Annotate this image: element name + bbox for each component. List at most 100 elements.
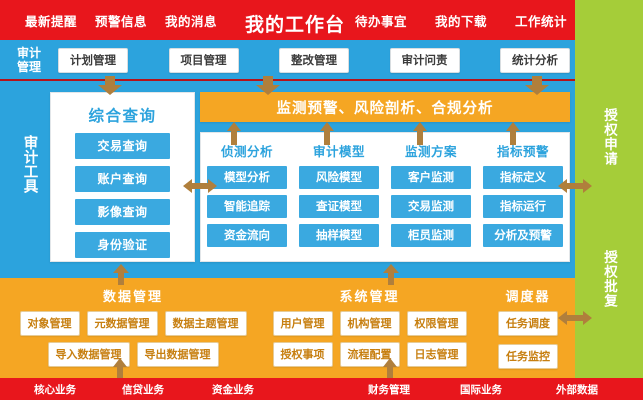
monitoring-analysis-banner: 监测预警、风险剖析、合规分析 — [200, 92, 570, 122]
nav-item-latest-reminder[interactable]: 最新提醒 — [25, 14, 78, 29]
authorization-request-label: 授权申请 — [575, 108, 643, 170]
business-item-external-data[interactable]: 外部数据 — [556, 383, 598, 396]
button-verification-model[interactable]: 查证模型 — [299, 195, 379, 218]
business-item-core-business[interactable]: 核心业务 — [34, 383, 76, 396]
button-log-management[interactable]: 日志管理 — [406, 342, 467, 367]
nav-item-pending-tasks[interactable]: 待办事宜 — [355, 14, 408, 29]
nav-item-work-statistics[interactable]: 工作统计 — [515, 14, 568, 29]
data-management-row-1: 对象管理 元数据管理 数据主题管理 — [8, 311, 258, 336]
column-indicator-alert: 指标预警 指标定义 指标运行 分析及预警 — [477, 133, 569, 261]
button-risk-model[interactable]: 风险模型 — [299, 166, 379, 189]
button-identity-verification[interactable]: 身份验证 — [75, 232, 170, 258]
button-data-subject-management[interactable]: 数据主题管理 — [164, 311, 247, 336]
button-transaction-query[interactable]: 交易查询 — [75, 133, 170, 159]
column-title-audit-model: 审计模型 — [312, 145, 365, 159]
arrow-up-core-business-to-data — [112, 358, 128, 380]
section-title-scheduler: 调度器 — [505, 289, 551, 304]
arrow-up-monitoring-to-banner — [412, 122, 428, 146]
analysis-modules-card: 侦测分析 模型分析 智能追踪 资金流向 审计模型 风险模型 查证模型 抽样模型 … — [200, 132, 570, 262]
button-teller-monitoring[interactable]: 柜员监测 — [391, 224, 471, 247]
audit-blue-panel: 审计 管理 审计工具 计划管理 项目管理 整改管理 审计问责 统计分析 综合查询… — [0, 40, 575, 278]
button-export-data-management[interactable]: 导出数据管理 — [136, 342, 219, 367]
button-intelligent-tracking[interactable]: 智能追踪 — [207, 195, 287, 218]
column-title-detection-analysis: 侦测分析 — [220, 145, 273, 159]
button-image-query[interactable]: 影像查询 — [75, 199, 170, 225]
column-audit-model: 审计模型 风险模型 查证模型 抽样模型 — [293, 133, 385, 261]
button-audit-accountability[interactable]: 审计问责 — [389, 47, 460, 73]
arrow-down-plan-to-query — [97, 76, 123, 96]
button-fund-flow[interactable]: 资金流向 — [207, 224, 287, 247]
blue-panel-divider — [0, 79, 575, 81]
arrow-up-system-management-to-blue — [382, 264, 400, 286]
button-plan-management[interactable]: 计划管理 — [58, 47, 128, 73]
comprehensive-query-title: 综合查询 — [88, 108, 157, 125]
audit-management-button-row: 计划管理 项目管理 整改管理 审计问责 统计分析 — [58, 47, 570, 73]
scheduler-row-2: 任务监控 — [486, 344, 570, 369]
section-scheduler: 调度器 任务调度 任务监控 — [486, 286, 570, 377]
nav-item-my-downloads[interactable]: 我的下载 — [435, 14, 488, 29]
data-management-row-2: 导入数据管理 导出数据管理 — [8, 342, 258, 367]
authorization-request-text: 授权申请 — [602, 108, 617, 166]
system-management-row-2: 授权事项 流程配置 日志管理 — [262, 342, 477, 367]
button-indicator-definition[interactable]: 指标定义 — [483, 166, 563, 189]
column-title-monitoring-scheme: 监测方案 — [404, 145, 457, 159]
button-object-management[interactable]: 对象管理 — [19, 311, 80, 336]
column-detection-analysis: 侦测分析 模型分析 智能追踪 资金流向 — [201, 133, 293, 261]
business-systems-bar: 核心业务 信贷业务 资金业务 财务管理 国际业务 外部数据 — [0, 378, 643, 400]
arrow-bidirectional-scheduler-authorization — [558, 310, 592, 326]
button-model-analysis[interactable]: 模型分析 — [207, 166, 287, 189]
arrow-up-detection-to-banner — [226, 122, 242, 146]
button-user-management[interactable]: 用户管理 — [272, 311, 333, 336]
business-item-fund-business[interactable]: 资金业务 — [212, 383, 254, 396]
button-authorization-items[interactable]: 授权事项 — [272, 342, 333, 367]
arrow-down-rectification-to-banner — [255, 76, 281, 96]
button-analysis-and-alert[interactable]: 分析及预警 — [483, 224, 563, 247]
top-navigation-bar: 最新提醒 预警信息 我的消息 我的工作台 待办事宜 我的下载 工作统计 — [0, 0, 643, 40]
section-title-system-management: 系统管理 — [339, 289, 400, 304]
business-item-credit-business[interactable]: 信贷业务 — [122, 383, 164, 396]
arrow-up-data-management-to-blue — [112, 264, 130, 286]
arrow-up-audit-model-to-banner — [319, 122, 335, 146]
button-metadata-management[interactable]: 元数据管理 — [86, 311, 158, 336]
button-account-query[interactable]: 账户查询 — [75, 166, 170, 192]
section-system-management: 系统管理 用户管理 机构管理 权限管理 授权事项 流程配置 日志管理 — [262, 286, 477, 373]
arrow-bidirectional-query-grid — [183, 178, 217, 194]
nav-item-my-workbench[interactable]: 我的工作台 — [245, 15, 346, 36]
button-customer-monitoring[interactable]: 客户监测 — [391, 166, 471, 189]
column-title-indicator-alert: 指标预警 — [496, 145, 549, 159]
column-monitoring-scheme: 监测方案 客户监测 交易监测 柜员监测 — [385, 133, 477, 261]
audit-management-line1: 审计 — [16, 46, 41, 60]
nav-item-my-messages[interactable]: 我的消息 — [165, 14, 218, 29]
arrow-up-finance-to-system — [382, 358, 398, 380]
arrow-bidirectional-grid-authorization — [558, 178, 592, 194]
button-statistical-analysis[interactable]: 统计分析 — [500, 47, 570, 73]
button-indicator-run[interactable]: 指标运行 — [483, 195, 563, 218]
button-task-scheduling[interactable]: 任务调度 — [498, 311, 558, 336]
arrow-up-indicator-to-banner — [505, 122, 521, 146]
system-management-row-1: 用户管理 机构管理 权限管理 — [262, 311, 477, 336]
audit-management-line2: 管理 — [16, 60, 41, 74]
section-data-management: 数据管理 对象管理 元数据管理 数据主题管理 导入数据管理 导出数据管理 — [8, 286, 258, 373]
button-sampling-model[interactable]: 抽样模型 — [299, 224, 379, 247]
nav-item-alert-info[interactable]: 预警信息 — [95, 14, 148, 29]
business-item-financial-management[interactable]: 财务管理 — [368, 383, 410, 396]
section-title-data-management: 数据管理 — [102, 289, 163, 304]
button-import-data-management[interactable]: 导入数据管理 — [47, 342, 130, 367]
sidebar-label-audit-tools: 审计工具 — [6, 135, 52, 199]
management-orange-panel: 数据管理 对象管理 元数据管理 数据主题管理 导入数据管理 导出数据管理 系统管… — [0, 278, 575, 378]
authorization-approval-label: 授权批复 — [575, 250, 643, 312]
button-task-monitoring[interactable]: 任务监控 — [498, 344, 558, 369]
button-project-management[interactable]: 项目管理 — [168, 47, 239, 73]
authorization-sidebar: 授权申请 授权批复 — [575, 0, 643, 400]
arrow-down-statistics-to-banner — [524, 76, 550, 96]
authorization-approval-text: 授权批复 — [602, 250, 617, 308]
business-item-international-business[interactable]: 国际业务 — [460, 383, 502, 396]
scheduler-row-1: 任务调度 — [486, 311, 570, 336]
button-transaction-monitoring[interactable]: 交易监测 — [391, 195, 471, 218]
sidebar-label-audit-management: 审计 管理 — [6, 46, 52, 74]
button-permission-management[interactable]: 权限管理 — [406, 311, 467, 336]
button-rectification-management[interactable]: 整改管理 — [279, 47, 349, 73]
audit-tools-text: 审计工具 — [21, 135, 38, 193]
button-organization-management[interactable]: 机构管理 — [339, 311, 400, 336]
